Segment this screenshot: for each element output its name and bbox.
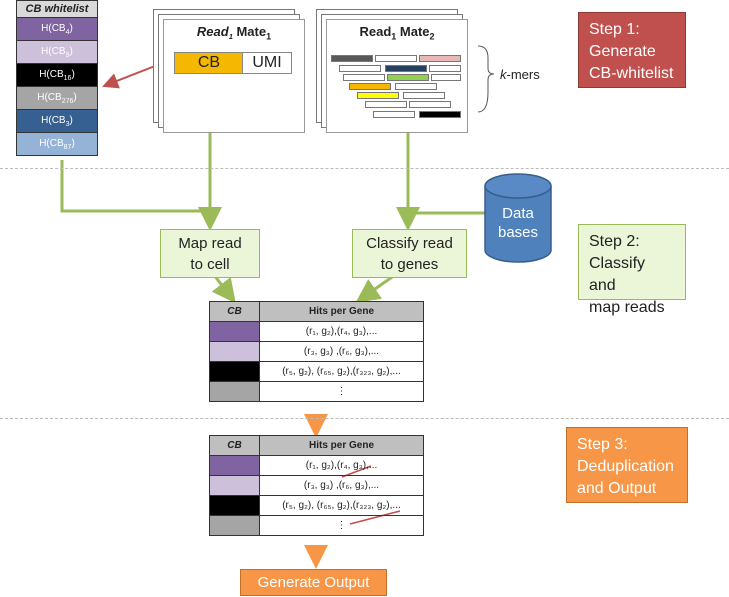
cb-whitelist: CB whitelist H(CB4)H(CB9)H(CB16)H(CB276)… — [16, 0, 98, 156]
kmer-bar — [409, 101, 451, 108]
cell-color-swatch — [209, 321, 260, 342]
table-row: ⋮ — [209, 381, 424, 402]
umi-segment: UMI — [242, 52, 292, 74]
whitelist-cell: H(CB16) — [16, 64, 98, 87]
map-read-line1: Map read — [178, 235, 242, 252]
cell-color-swatch — [209, 475, 260, 496]
databases-cylinder — [484, 173, 552, 263]
step2-line1: Step 2: — [589, 233, 640, 250]
hits-cell: (r₅, g₂), (r₆₅, g₂),(r₃₂₃, g₂),... — [259, 495, 424, 516]
mate1-title: Read1 Mate1 — [196, 24, 272, 42]
mate2-card: Read1 Mate2 — [326, 19, 468, 133]
kmer-bar — [387, 74, 429, 81]
table-row: (r₅, g₂), (r₆₅, g₂),(r₃₂₃, g₂),... — [209, 495, 424, 516]
step3-box: Step 3: Deduplication and Output — [566, 427, 688, 503]
kmer-bar — [403, 92, 445, 99]
classify-to-table-arrow — [355, 273, 396, 303]
kmer-bar — [419, 55, 461, 62]
classify-read-line1: Classify read — [366, 235, 453, 252]
table-row: (r₁, g₂),(r₄, g₃),... — [209, 455, 424, 476]
hits-table: CB Hits per Gene (r₁, g₂),(r₄, g₃),...(r… — [209, 301, 424, 402]
whitelist-cell: H(CB87) — [16, 133, 98, 156]
hits-cell: (r₁, g₂),(r₄, g₃),... — [259, 321, 424, 342]
kmer-bar — [339, 65, 381, 72]
step2-line3: map reads — [589, 299, 665, 316]
whitelist-to-map-line — [60, 160, 222, 231]
generate-output-box: Generate Output — [240, 569, 387, 596]
mate2-title: Read1 Mate2 — [359, 24, 435, 42]
classify-read-box: Classify read to genes — [352, 229, 467, 278]
hits-cell: (r₃, g₃) ,(r₆, g₃),... — [259, 475, 424, 496]
table-row: ⋮ — [209, 515, 424, 536]
kmer-bar — [375, 55, 417, 62]
dedup-table: CB Hits per Gene (r₁, g₂),(r₄, g₃),...(r… — [209, 435, 424, 536]
whitelist-cell: H(CB276) — [16, 87, 98, 110]
step2-box: Step 2: Classify and map reads — [578, 224, 686, 316]
col-hits-header: Hits per Gene — [259, 301, 424, 322]
hits-cell: (r₃, g₃) ,(r₆, g₃),... — [259, 341, 424, 362]
hits-cell: ⋮ — [259, 515, 424, 536]
kmer-bar — [343, 74, 385, 81]
whitelist-title: CB whitelist — [16, 0, 98, 18]
table-row: (r₅, g₂), (r₆₅, g₂),(r₃₂₃, g₂),... — [209, 361, 424, 382]
step-separator-1 — [0, 168, 729, 169]
step1-line1: Step 1: — [589, 21, 640, 38]
classify-read-line2: to genes — [380, 256, 439, 273]
cell-color-swatch — [209, 455, 260, 476]
kmer-bar — [365, 101, 407, 108]
map-read-line2: to cell — [190, 256, 230, 273]
cell-color-swatch — [209, 495, 260, 516]
kmer-bar — [431, 74, 461, 81]
cell-color-swatch — [209, 341, 260, 362]
mate1-card: Read1 Mate1 CB UMI — [163, 19, 305, 133]
kmer-bar — [349, 83, 391, 90]
kmer-bar — [357, 92, 399, 99]
step3-line3: and Output — [577, 480, 657, 497]
step1-box: Step 1: Generate CB-whitelist — [578, 12, 686, 88]
map-read-box: Map read to cell — [160, 229, 260, 278]
map-to-table-arrow — [211, 274, 236, 304]
kmers-bracket — [477, 45, 495, 113]
cb-to-whitelist-arrow — [102, 65, 156, 89]
step1-line3: CB-whitelist — [589, 65, 674, 82]
kmer-bar — [373, 111, 415, 118]
step3-line1: Step 3: — [577, 436, 628, 453]
step1-line2: Generate — [589, 43, 656, 60]
cb-segment: CB — [174, 52, 244, 74]
kmer-bar — [331, 55, 373, 62]
cell-color-swatch — [209, 381, 260, 402]
table-row: (r₁, g₂),(r₄, g₃),... — [209, 321, 424, 342]
kmer-bar — [419, 111, 461, 118]
table-row: (r₃, g₃) ,(r₆, g₃),... — [209, 341, 424, 362]
cell-color-swatch — [209, 515, 260, 536]
col-hits-header: Hits per Gene — [259, 435, 424, 456]
kmers-label: k-mers — [500, 67, 540, 82]
whitelist-cell: H(CB9) — [16, 41, 98, 64]
databases-label: Data bases — [497, 205, 539, 241]
whitelist-cell: H(CB3) — [16, 110, 98, 133]
table-row: (r₃, g₃) ,(r₆, g₃),... — [209, 475, 424, 496]
kmer-bar — [395, 83, 437, 90]
col-cb-header: CB — [209, 301, 260, 322]
step2-line2: Classify and — [589, 255, 646, 294]
cell-color-swatch — [209, 361, 260, 382]
step3-line2: Deduplication — [577, 458, 674, 475]
hits-cell: ⋮ — [259, 381, 424, 402]
col-cb-header: CB — [209, 435, 260, 456]
hits-cell: (r₅, g₂), (r₆₅, g₂),(r₃₂₃, g₂),... — [259, 361, 424, 382]
step-separator-2 — [0, 418, 729, 419]
kmer-bar — [429, 65, 461, 72]
hits-cell: (r₁, g₂),(r₄, g₃),... — [259, 455, 424, 476]
kmer-bar — [385, 65, 427, 72]
whitelist-cell: H(CB4) — [16, 18, 98, 41]
